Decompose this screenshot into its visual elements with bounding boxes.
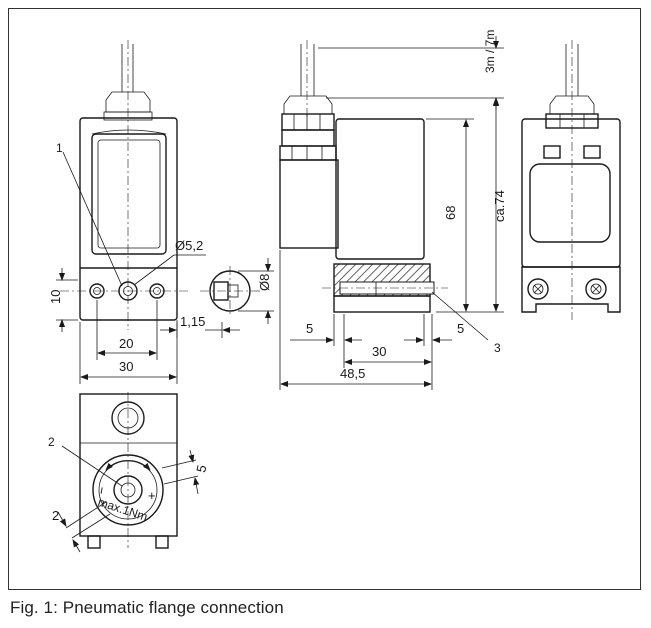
dim-20: 20 [119,336,133,351]
dim-5-left: 5 [306,321,313,336]
drawing-frame [8,8,641,590]
dim-dia-5-2: Ø5,2 [175,238,203,253]
dim-10: 10 [48,290,63,304]
dim-30-side: 30 [372,344,386,359]
dim-1-15: 1,15 [180,314,205,329]
callout-1: 1 [56,141,63,155]
dim-2-bottom: 2 [52,508,59,523]
dim-5-bottom: 5 [193,464,209,474]
dim-48-5: 48,5 [340,366,365,381]
knob-torque: max.1Nm [96,495,149,524]
port-detail-view: Ø8 [200,258,274,324]
rear-view [521,40,621,320]
dim-ca-74: ca.74 [492,190,507,222]
dim-68: 68 [443,206,458,220]
dim-5-right: 5 [457,321,464,336]
side-view: 3 5 30 48,5 5 68 ca.74 [279,30,507,390]
bottom-view: − + max.1Nm 2 5 2 [48,392,209,553]
dim-cable-length: 3m / 7m [483,30,497,73]
dim-30-front: 30 [119,359,133,374]
knob-plus: + [148,488,156,503]
callout-3: 3 [494,341,501,355]
callout-2: 2 [48,435,55,449]
knob-minus: − [93,485,109,495]
technical-drawing: 1 10 20 30 Ø5,2 1,15 [48,30,621,553]
dim-dia-8: Ø8 [257,274,272,291]
figure-caption: Fig. 1: Pneumatic flange connection [10,598,284,617]
front-view: 1 10 20 30 Ø5,2 1,15 [48,40,240,384]
